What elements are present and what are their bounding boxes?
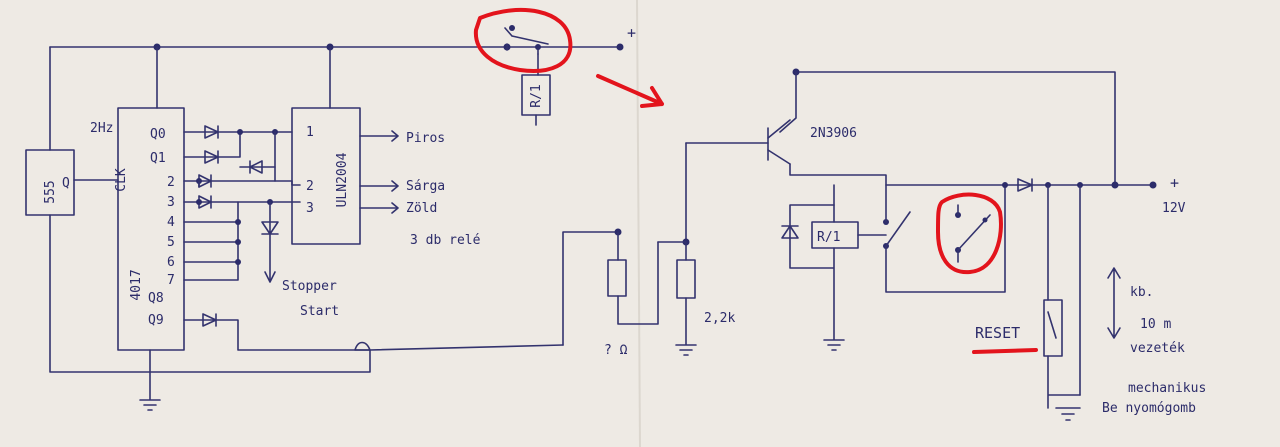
pin-q3: 3 [167, 195, 175, 210]
resistor-value: 2,2k [704, 311, 735, 326]
transistor-2n3906: 2N3906 [685, 119, 1006, 186]
relay-mid-contact [955, 204, 991, 263]
wire-vcc-drops [156, 46, 331, 109]
pin-q8: Q8 [148, 291, 164, 306]
out-sarga: Sárga [406, 179, 445, 194]
stopper-branch: Stopper Start [261, 201, 339, 319]
supply-plus-top: + [627, 24, 636, 42]
button-line-1: mechanikus [1128, 381, 1206, 396]
relay-mid-highlight [936, 192, 1003, 275]
relay-top-coil: R/1 [521, 74, 551, 126]
wire-right-top-rail [779, 68, 1116, 186]
supply-right: + 12V [1002, 174, 1186, 216]
relay-top-label: R/1 [529, 84, 544, 107]
relay-mid: R/1 [781, 184, 1006, 351]
counter-4017-label: 4017 [129, 269, 144, 300]
timer-555: 555 Q [25, 149, 75, 216]
paper-fold [636, 0, 641, 447]
out-zold: Zöld [406, 201, 437, 216]
out-piros: Piros [406, 131, 445, 146]
relay-count-label: 3 db relé [410, 233, 481, 248]
pin-q4: 4 [167, 215, 175, 230]
relay-mid-label: R/1 [817, 230, 840, 245]
pin-q9: Q9 [148, 313, 164, 328]
distance-line-1: kb. [1130, 285, 1153, 300]
driver-outputs: Piros Sárga Zöld 3 db relé [359, 130, 481, 248]
timer-555-q-label: Q [62, 176, 70, 191]
driver-label: ULN2004 [335, 152, 350, 207]
pin-q5: 5 [167, 235, 175, 250]
reset-underline [972, 348, 1038, 354]
driver-uln2004: ULN2004 1 2 3 [291, 107, 361, 245]
driver-pin-2: 2 [306, 179, 314, 194]
timer-555-label: 555 [43, 180, 58, 203]
pin-q7: 7 [167, 273, 175, 288]
relay-top-highlight [473, 7, 573, 73]
transistor-label: 2N3906 [810, 126, 857, 141]
supply-voltage: 12V [1162, 201, 1186, 216]
distance-line-2: 10 m [1140, 317, 1171, 332]
pin-q2: 2 [167, 175, 175, 190]
red-arrow [596, 74, 664, 108]
counter-clk-label: CLK [114, 168, 129, 192]
resistor-unknown: ? Ω [604, 343, 628, 358]
bias-network: 2,2k ? Ω [354, 142, 735, 358]
stopper-label-1: Stopper [282, 279, 337, 294]
button-line-2: Be nyomógomb [1102, 401, 1196, 416]
supply-plus-right: + [1170, 174, 1179, 192]
counter-4017: 4017 CLK Q0 Q1 2 3 4 5 6 7 Q8 Q9 [114, 107, 185, 351]
relay-top-contact [504, 25, 549, 76]
reset-button: RESET [972, 184, 1081, 421]
driver-pin-1: 1 [306, 125, 314, 140]
reset-label: RESET [975, 324, 1020, 342]
distance-note: kb. 10 m vezeték mechanikus Be nyomógomb [1102, 267, 1206, 416]
wire-left-rail [49, 46, 371, 373]
pin-q0: Q0 [150, 127, 166, 142]
pin-q6: 6 [167, 255, 175, 270]
distance-line-3: vezeték [1130, 341, 1185, 356]
stopper-label-2: Start [300, 304, 339, 319]
freq-label: 2Hz [90, 121, 113, 136]
pin-q1: Q1 [150, 151, 166, 166]
driver-pin-3: 3 [306, 201, 314, 216]
wire-counter-ground [139, 349, 161, 411]
